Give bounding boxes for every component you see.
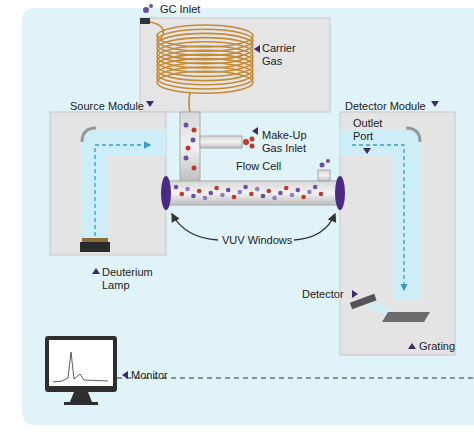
module-heading: Detector Module (345, 100, 426, 113)
part-label: Grating (419, 340, 455, 353)
port-label: Outlet Port (353, 117, 393, 142)
part-label: VUV Windows (222, 234, 292, 247)
lamp-label: Deuterium Lamp (102, 266, 164, 291)
inlet-label: Make-Up Gas Inlet (262, 129, 322, 154)
module-heading: Source Module (70, 100, 144, 113)
inlet-label: GC Inlet (160, 3, 200, 16)
part-label: Monitor (131, 369, 168, 382)
part-label: Carrier Gas (262, 42, 310, 67)
part-label: Detector (302, 288, 344, 301)
part-label: Flow Cell (236, 160, 281, 173)
module-box: Source Module (50, 96, 166, 256)
